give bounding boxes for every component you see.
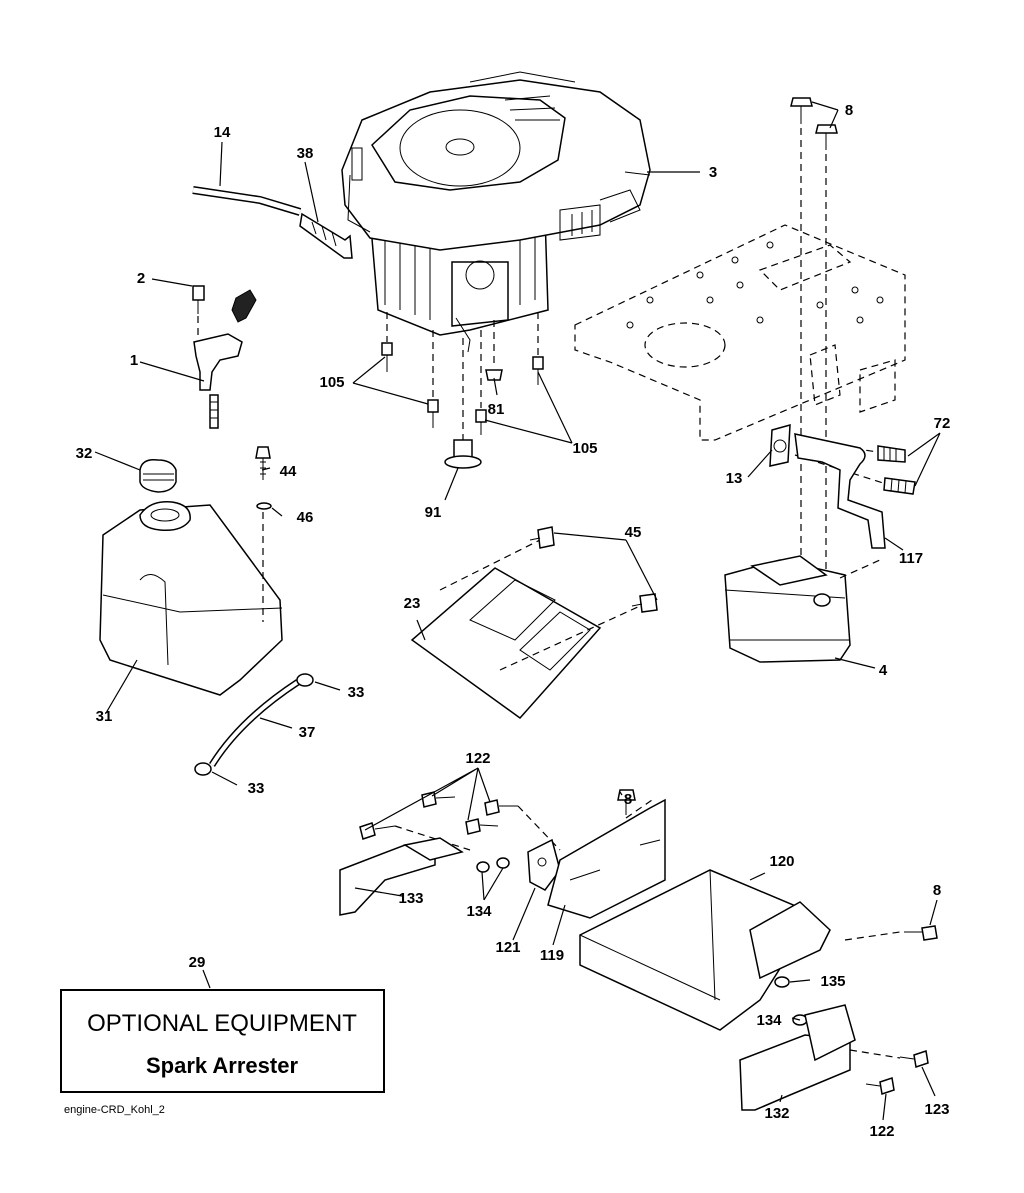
callout-32: 32 — [76, 445, 93, 462]
callout-123: 123 — [924, 1101, 949, 1118]
leader-lines — [94, 101, 941, 1121]
callout-121: 121 — [495, 939, 520, 956]
callout-105-left: 105 — [319, 374, 344, 391]
muffler-bolts-top — [790, 97, 838, 600]
callout-134-left: 134 — [466, 903, 492, 920]
engine-mount-bolts — [381, 312, 544, 469]
callout-117: 117 — [899, 550, 923, 567]
callout-122-bottom: 122 — [869, 1123, 894, 1140]
engine-illustration — [341, 71, 651, 353]
callout-91: 91 — [425, 504, 442, 521]
callout-105-right: 105 — [572, 440, 597, 457]
callout-8-top: 8 — [845, 102, 853, 119]
callout-37: 37 — [299, 724, 316, 741]
heat-shield — [410, 526, 658, 720]
callout-72: 72 — [934, 415, 951, 432]
callout-122-top: 122 — [465, 750, 490, 767]
callout-132: 132 — [764, 1105, 789, 1122]
spark-arrester-label: Spark Arrester — [146, 1053, 298, 1078]
optional-equipment-title: OPTIONAL EQUIPMENT — [87, 1010, 357, 1037]
callout-44: 44 — [280, 463, 297, 480]
callout-31: 31 — [96, 708, 113, 725]
callout-2: 2 — [137, 270, 145, 287]
fuel-tank-assembly — [99, 446, 283, 696]
throttle-control — [192, 285, 257, 429]
callout-14: 14 — [214, 124, 231, 141]
callout-4: 4 — [879, 662, 888, 679]
callout-8-middle: 8 — [624, 791, 632, 808]
callout-23: 23 — [404, 595, 421, 612]
callout-135: 135 — [820, 973, 845, 990]
callout-134-right: 134 — [756, 1012, 782, 1029]
callout-8-right: 8 — [933, 882, 941, 899]
fuel-hose-assembly — [194, 673, 314, 776]
callout-133: 133 — [398, 890, 423, 907]
callout-38: 38 — [297, 145, 314, 162]
callout-labels: 14 38 3 8 2 1 105 81 105 91 72 13 117 32… — [76, 102, 951, 1140]
callout-3: 3 — [709, 164, 717, 181]
frame-plate — [574, 224, 906, 441]
diagram-caption: engine-CRD_Kohl_2 — [64, 1104, 165, 1116]
callout-119: 119 — [540, 947, 564, 964]
callout-33-top: 33 — [348, 684, 365, 701]
callout-120: 120 — [769, 853, 794, 870]
callout-1: 1 — [130, 352, 138, 369]
exhaust-assembly — [769, 423, 916, 549]
callout-33-bottom: 33 — [248, 780, 265, 797]
fuel-line-assembly — [192, 186, 353, 259]
callout-45: 45 — [625, 524, 642, 541]
callout-29: 29 — [189, 954, 206, 971]
optional-equipment-box: OPTIONAL EQUIPMENT Spark Arrester — [60, 989, 385, 1093]
callout-81: 81 — [488, 401, 505, 418]
callout-46: 46 — [297, 509, 314, 526]
bracket-assembly — [339, 789, 938, 1111]
muffler — [724, 555, 881, 663]
callout-13: 13 — [726, 470, 743, 487]
